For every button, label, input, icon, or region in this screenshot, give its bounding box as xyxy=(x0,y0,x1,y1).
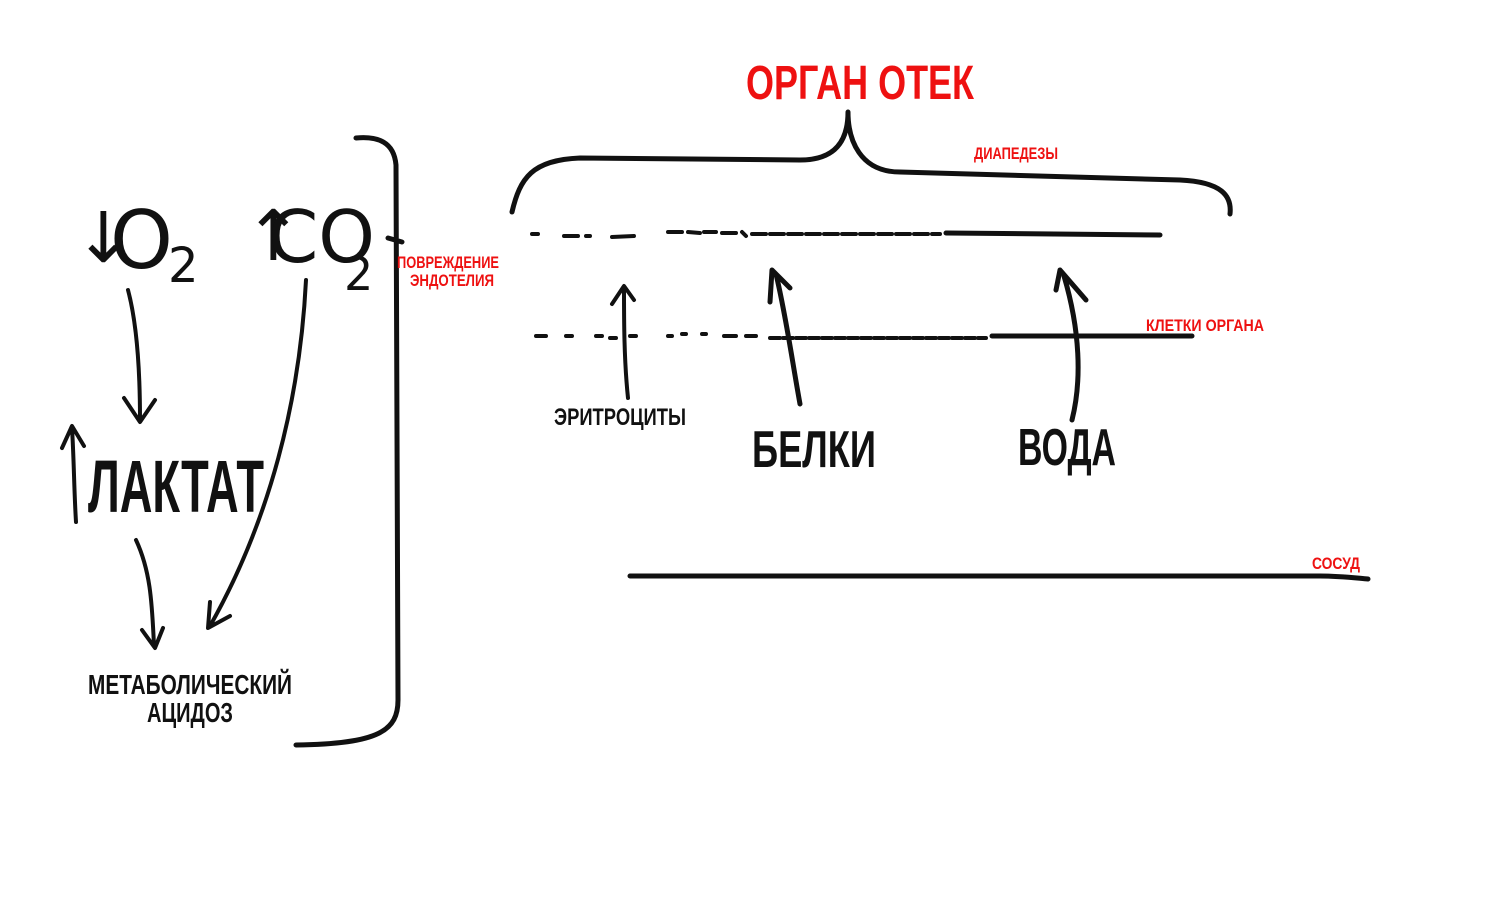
arrow-lactate-to-acidosis xyxy=(134,538,165,650)
arrow-proteins xyxy=(767,267,803,407)
diapedesis-label: ДИАПЕДЕЗЫ xyxy=(974,144,1058,163)
o2-label: O xyxy=(110,194,173,287)
water-label: ВОДА xyxy=(1018,419,1116,477)
o2-subscript: 2 xyxy=(168,238,199,294)
o2-down-arrow: ↓ xyxy=(74,197,133,279)
co2-subscript: 2 xyxy=(344,247,373,301)
erythrocytes-label: ЭРИТРОЦИТЫ xyxy=(554,404,686,431)
proteins-label: БЕЛКИ xyxy=(752,421,876,479)
bracket-label-line2: ЭНДОТЕЛИЯ xyxy=(410,271,494,290)
co2-label: CO xyxy=(268,195,375,279)
acidosis-line2: АЦИДОЗ xyxy=(147,697,233,728)
arrow-co2-to-acidosis xyxy=(206,278,308,630)
lactate-label: ЛАКТАТ xyxy=(88,445,264,528)
organ-cells-label: КЛЕТКИ ОРГАНА xyxy=(1146,316,1264,335)
arrow-erythrocytes xyxy=(610,284,636,400)
organ-edema-title: ОРГАН ОТЕК xyxy=(746,57,975,110)
acidosis-line1: МЕТАБОЛИЧЕСКИЙ xyxy=(88,668,292,700)
co2-up-arrow: ↑ xyxy=(244,195,303,277)
curly-brace xyxy=(509,109,1233,217)
endothelium-line xyxy=(530,230,1163,239)
vessel-label: СОСУД xyxy=(1312,554,1360,573)
arrow-water xyxy=(1053,267,1089,423)
organ-cells-line xyxy=(534,332,1195,340)
bracket-label-line1: ПОВРЕЖДЕНИЕ xyxy=(397,253,499,272)
arrow-o2-to-lactate xyxy=(122,288,157,424)
vessel-line xyxy=(627,573,1371,582)
lactate-up-arrow xyxy=(60,424,86,524)
big-bracket xyxy=(293,135,405,748)
